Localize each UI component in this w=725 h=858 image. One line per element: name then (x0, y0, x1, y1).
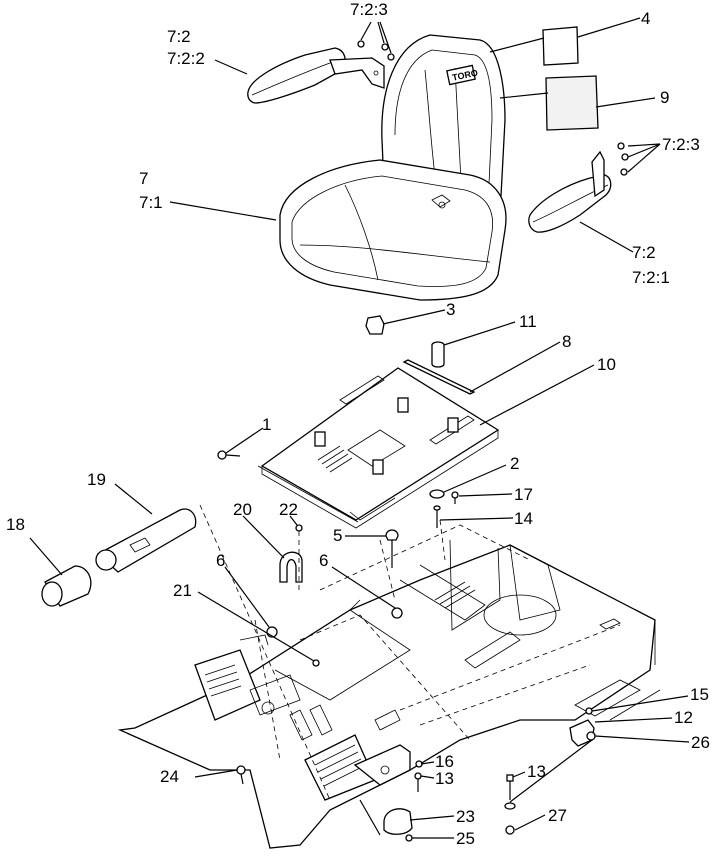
callout-7-2-left: 7:2 (167, 27, 191, 46)
callout-7-2-3-right: 7:2:3 (662, 135, 700, 154)
callout-21: 21 (173, 581, 192, 600)
callout-labels: 7:2:3 4 7:2 7:2:2 9 7:2:3 7 7:1 7:2 7:2:… (6, 0, 710, 848)
part-22-screw (295, 524, 303, 590)
lower-bracket (353, 744, 411, 836)
callout-19: 19 (87, 470, 106, 489)
callout-7: 7 (139, 169, 148, 188)
callout-25: 25 (456, 829, 475, 848)
callout-13-left: 13 (435, 769, 454, 788)
seat-plate (257, 367, 500, 529)
callout-16: 16 (435, 752, 454, 771)
part-24-pin (236, 765, 246, 785)
part-14-bolt (433, 505, 441, 528)
right-armrest (528, 150, 612, 233)
left-armrest (247, 47, 385, 104)
callout-7-2-1: 7:2:1 (632, 268, 670, 287)
leader-lines (29, 17, 690, 839)
part-17-nut (451, 491, 459, 504)
callout-3: 3 (446, 300, 455, 319)
part-3-bracket (365, 315, 385, 335)
part-27-nut (504, 802, 516, 835)
part-13-bolt-right (506, 774, 514, 800)
callout-15: 15 (690, 685, 709, 704)
part-8-strap (402, 359, 476, 395)
part-11-bumper (431, 341, 445, 368)
decal-9 (545, 75, 599, 131)
callout-12: 12 (674, 708, 693, 727)
callout-7-2-3-top: 7:2:3 (350, 0, 388, 19)
part-2-washer (429, 489, 445, 499)
part-1-bolt (217, 450, 241, 460)
callout-26: 26 (691, 733, 710, 752)
seat: TORO (279, 34, 507, 301)
callout-7-2-right: 7:2 (632, 243, 656, 262)
part-23-plate (383, 808, 413, 835)
part-19-tube (95, 508, 197, 573)
callout-7-2-2: 7:2:2 (167, 49, 205, 68)
callout-6-left: 6 (216, 551, 225, 570)
callout-8: 8 (562, 332, 571, 351)
part-13-bolt-left (414, 772, 422, 792)
part-6-nut-right (391, 607, 403, 619)
part-15-nut (585, 707, 593, 715)
callout-6-right: 6 (319, 551, 328, 570)
part-18-cap (41, 565, 92, 607)
callout-4: 4 (641, 9, 650, 28)
callout-20: 20 (233, 500, 252, 519)
part-12-bracket (509, 719, 595, 803)
callout-11: 11 (519, 312, 537, 331)
callout-14: 14 (514, 509, 533, 528)
callout-10: 10 (597, 355, 616, 374)
part-20-clamp (279, 551, 303, 583)
part-5-knob (385, 529, 399, 568)
armrest-screws-right (617, 142, 629, 176)
assembly-dash-lines (199, 504, 621, 801)
platform-frame (117, 539, 661, 849)
callout-2: 2 (510, 454, 519, 473)
part-21-bolt (312, 659, 320, 667)
foot-control-area (194, 599, 401, 801)
callout-9: 9 (660, 88, 669, 107)
callout-7-1: 7:1 (139, 193, 163, 212)
callout-22: 22 (279, 500, 298, 519)
part-25-screw (405, 834, 413, 842)
part-26-rod-end (586, 731, 596, 741)
callout-18: 18 (6, 515, 25, 534)
callout-1: 1 (262, 415, 271, 434)
callout-13-right: 13 (527, 762, 546, 781)
decal-4 (542, 26, 579, 66)
callout-5: 5 (333, 526, 342, 545)
armrest-screws-top (357, 40, 395, 61)
callout-23: 23 (456, 807, 475, 826)
callout-27: 27 (548, 806, 567, 825)
callout-24: 24 (160, 767, 179, 786)
seat-logo-plate: TORO (446, 64, 479, 86)
callout-17: 17 (514, 485, 533, 504)
